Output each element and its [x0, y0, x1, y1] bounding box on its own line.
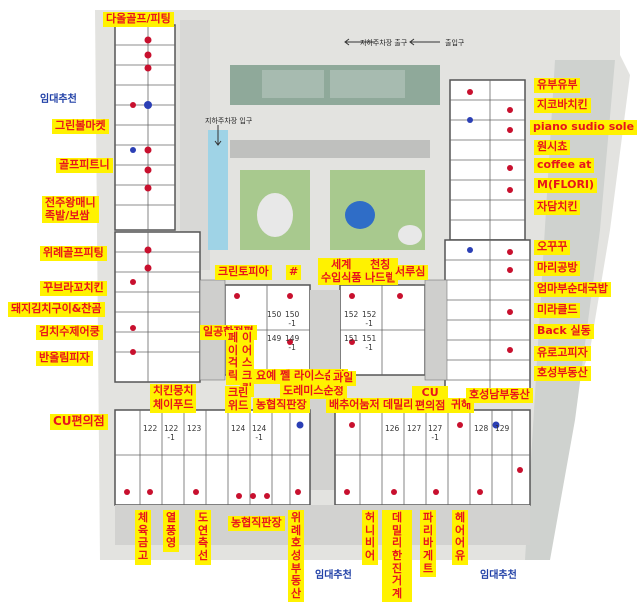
top-plaza-inner	[262, 70, 324, 98]
unit-number: 127	[407, 424, 422, 433]
store-label: 반올림피자	[36, 351, 93, 366]
unit-number: 150	[267, 310, 282, 319]
store-label: Back 실동	[534, 324, 594, 339]
direction-arrows	[214, 38, 440, 146]
red-dots	[124, 36, 523, 499]
unit-number: 151 -1	[362, 334, 377, 352]
unit-number: 122 -1	[164, 424, 179, 442]
unit-number: 124	[231, 424, 246, 433]
store-label: 체이푸드	[150, 398, 197, 413]
store-label: 농협직판장	[253, 398, 310, 413]
store-label: 크린토피아	[215, 265, 272, 280]
unit-number: 129	[495, 424, 510, 433]
store-label: 엄마부순대국밥	[534, 282, 611, 297]
bottom-unit-dividers	[115, 410, 530, 505]
water-feature	[208, 130, 228, 250]
store-label: piano sudio sole	[530, 120, 638, 135]
store-label: 꾸브라꼬치킨	[40, 281, 107, 296]
store-label: coffee at	[534, 158, 595, 173]
store-label: 전주왕매니 족발/보쌈	[42, 196, 99, 224]
parking-entrance-sign: 지하주차장 입구	[205, 117, 253, 125]
store-label: 미라클드	[534, 303, 581, 318]
store-label: 서루심	[392, 265, 429, 280]
store-label: 요예 쩰 라이스순정	[253, 369, 348, 384]
store-label: M(FLORI)	[534, 178, 598, 193]
rent-marker-bottom-center: 임대추천	[315, 570, 352, 581]
unit-number: 122	[143, 424, 158, 433]
store-label: 그린볼마켓	[52, 119, 109, 134]
store-label: 오꾸꾸	[534, 240, 571, 255]
store-label: 지코바치킨	[534, 98, 591, 113]
unit-number: 149	[267, 334, 282, 343]
store-label: 배추어눔저	[326, 398, 383, 413]
unit-number: 149 -1	[285, 334, 300, 352]
blue-dots	[130, 101, 500, 429]
store-label: 김치수제어쿵	[36, 325, 103, 340]
store-label: 데밀리	[380, 398, 417, 413]
entrance-sign: 출입구	[445, 39, 465, 47]
store-label: 과일	[330, 371, 357, 386]
left-building	[114, 24, 176, 231]
store-label: 유부유부	[534, 78, 581, 93]
parking-exit-sign: 지하주차장 출구	[360, 39, 408, 47]
store-label: 치킨뭉치	[150, 384, 197, 399]
unit-number: 151	[344, 334, 359, 343]
store-label: #	[286, 265, 302, 280]
store-label: 다올골프/피팅	[103, 12, 174, 27]
bottom-building-left	[114, 409, 311, 506]
store-label: CU편의점	[50, 414, 108, 430]
rent-marker-left: 임대추천	[40, 94, 77, 105]
store-label: 원시쵸	[534, 140, 571, 155]
store-label: 유로고피자	[534, 346, 591, 361]
unit-number: 152 -1	[362, 310, 377, 328]
store-label: CU 편의점	[412, 386, 449, 414]
store-label: 골프피트니	[56, 158, 113, 173]
left-building-units	[115, 25, 175, 230]
store-label: 크린 위드	[225, 386, 252, 414]
left-road	[180, 20, 210, 270]
store-label: 위례골프피팅	[40, 246, 107, 261]
store-label: 자담치킨	[534, 200, 581, 215]
store-label: 세계 수입식품	[318, 258, 365, 286]
store-label: 호성부동산	[534, 366, 591, 381]
unit-number: 152	[344, 310, 359, 319]
store-label: 돼지김치구이&찬곰	[8, 302, 105, 317]
store-label: 마리공방	[534, 261, 581, 276]
store-label: 도레미스순정	[280, 384, 347, 399]
rent-marker-bottom-right: 임대추천	[480, 570, 517, 581]
store-label: 농협직판장	[228, 516, 285, 531]
left-building-lower	[114, 231, 201, 383]
unit-number: 126	[385, 424, 400, 433]
unit-number: 123	[187, 424, 202, 433]
unit-number: 150 -1	[285, 310, 300, 328]
store-label: 호성남부동산	[466, 388, 533, 403]
unit-number: 124 -1	[252, 424, 267, 442]
unit-number: 128	[474, 424, 489, 433]
unit-number: 127 -1	[428, 424, 443, 442]
